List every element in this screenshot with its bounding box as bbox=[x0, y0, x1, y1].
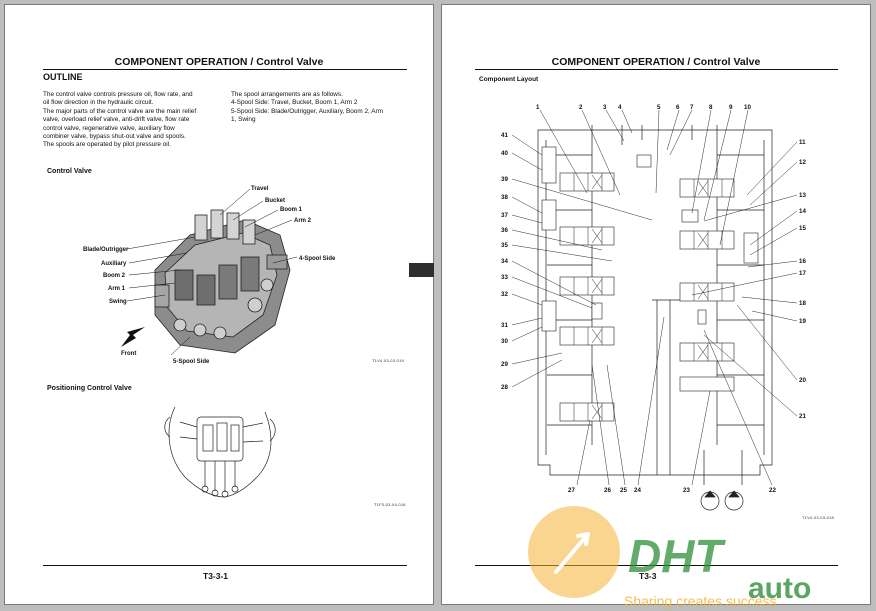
callout-number: 3 bbox=[603, 104, 607, 111]
callout-number: 28 bbox=[501, 384, 508, 391]
callout-number: 15 bbox=[799, 225, 806, 232]
spool-line: 4-Spool Side: Travel, Bucket, Boom 1, Ar… bbox=[231, 99, 358, 107]
label-blade-outrigger: Blade/Outrigger bbox=[83, 247, 129, 253]
callout-number: 10 bbox=[744, 104, 751, 111]
callout-number: 31 bbox=[501, 322, 508, 329]
page-number: T3-3 bbox=[639, 571, 657, 581]
callout-number: 34 bbox=[501, 258, 508, 265]
label-arm1: Arm 1 bbox=[108, 286, 126, 292]
label-4-spool-side: 4-Spool Side bbox=[299, 256, 336, 262]
label-5-spool-side: 5-Spool Side bbox=[173, 359, 210, 365]
callout-number: 35 bbox=[501, 242, 508, 249]
callout-number: 27 bbox=[568, 487, 575, 494]
label-boom2: Boom 2 bbox=[103, 273, 126, 279]
label-bucket: Bucket bbox=[265, 198, 285, 204]
positioning-valve-illustration bbox=[164, 406, 276, 498]
callout-number: 14 bbox=[799, 208, 806, 215]
spool-line: 5-Spool Side: Blade/Outrigger, Auxiliary… bbox=[231, 107, 383, 115]
callout-number: 9 bbox=[729, 104, 733, 111]
callout-number: 11 bbox=[799, 139, 806, 146]
outline-line: The spools are operated by pilot pressur… bbox=[43, 141, 171, 149]
component-layout-diagram: 1 2 3 4 5 6 7 8 9 10 41 40 39 38 37 36 3… bbox=[501, 104, 806, 511]
outline-heading: OUTLINE bbox=[43, 72, 83, 82]
outline-line: combiner valve, bypass shut-out valve an… bbox=[43, 133, 186, 141]
callout-number: 39 bbox=[501, 176, 508, 183]
callout-number: 18 bbox=[799, 300, 806, 307]
callout-number: 26 bbox=[604, 487, 611, 494]
callout-number: 6 bbox=[676, 104, 680, 111]
callout-number: 30 bbox=[501, 338, 508, 345]
callout-number: 23 bbox=[683, 487, 690, 494]
callout-number: 16 bbox=[799, 258, 806, 265]
label-boom1: Boom 1 bbox=[280, 207, 303, 213]
callout-number: 36 bbox=[501, 227, 508, 234]
layout-code: T1V4-03-03-018 bbox=[802, 515, 834, 520]
outline-text: The control valve controls pressure oil,… bbox=[43, 91, 223, 150]
callout-number: 25 bbox=[620, 487, 627, 494]
callout-number: 32 bbox=[501, 291, 508, 298]
header-rule bbox=[43, 69, 407, 70]
callout-number: 19 bbox=[799, 318, 806, 325]
callout-number: 40 bbox=[501, 150, 508, 157]
positioning-valve-code: T1F3-03-04-018 bbox=[374, 502, 406, 507]
label-travel: Travel bbox=[251, 186, 269, 192]
control-valve-heading: Control Valve bbox=[47, 168, 92, 175]
chapter-tab bbox=[409, 263, 434, 277]
callout-number: 2 bbox=[579, 104, 583, 111]
header-rule bbox=[475, 69, 838, 70]
callout-number: 33 bbox=[501, 274, 508, 281]
outline-line: valve, overload relief valve, anti-drift… bbox=[43, 116, 190, 124]
callout-number: 37 bbox=[501, 212, 508, 219]
callout-number: 13 bbox=[799, 192, 806, 199]
page-title: COMPONENT OPERATION / Control Valve bbox=[551, 56, 761, 68]
footer-rule bbox=[43, 565, 407, 566]
positioning-control-valve-heading: Positioning Control Valve bbox=[47, 385, 132, 392]
callout-number: 4 bbox=[618, 104, 622, 111]
label-front: Front bbox=[121, 351, 136, 357]
label-auxiliary: Auxiliary bbox=[101, 261, 127, 267]
outline-line: The major parts of the control valve are… bbox=[43, 107, 197, 115]
outline-line: The control valve controls pressure oil,… bbox=[43, 91, 193, 98]
label-arm2: Arm 2 bbox=[294, 218, 312, 224]
control-valve-code: T1V4-03-03-019 bbox=[372, 358, 404, 363]
front-arrow-icon bbox=[121, 327, 145, 347]
callout-number: 21 bbox=[799, 413, 806, 420]
callout-number: 1 bbox=[536, 104, 540, 111]
callout-number: 8 bbox=[709, 104, 713, 111]
callout-number: 12 bbox=[799, 159, 806, 166]
control-valve-illustration: Travel Bucket Boom 1 Arm 2 4-Spool Side … bbox=[83, 186, 336, 365]
callout-number: 29 bbox=[501, 361, 508, 368]
callout-number: 38 bbox=[501, 194, 508, 201]
callout-number: 7 bbox=[690, 104, 694, 111]
callout-number: 20 bbox=[799, 377, 806, 384]
outline-line: oil flow direction in the hydraulic circ… bbox=[43, 99, 154, 107]
footer-rule bbox=[475, 565, 838, 566]
callout-number: 41 bbox=[501, 132, 508, 139]
spool-arrangement-text: The spool arrangements are as follows. 4… bbox=[231, 91, 407, 125]
callout-number: 22 bbox=[769, 487, 776, 494]
right-page: COMPONENT OPERATION / Control Valve Comp… bbox=[441, 4, 871, 605]
callout-number: 17 bbox=[799, 270, 806, 277]
component-layout-heading: Component Layout bbox=[479, 76, 539, 83]
left-page: COMPONENT OPERATION / Control Valve OUTL… bbox=[4, 4, 434, 605]
callout-number: 24 bbox=[634, 487, 641, 494]
page-title: COMPONENT OPERATION / Control Valve bbox=[114, 56, 324, 68]
pump-icon bbox=[700, 490, 744, 511]
label-swing: Swing bbox=[109, 299, 127, 305]
outline-line: control valve, regenerative valve, auxil… bbox=[43, 124, 175, 132]
spool-line: 1, Swing bbox=[231, 116, 256, 124]
spool-line: The spool arrangements are as follows. bbox=[231, 91, 343, 98]
callout-number: 5 bbox=[657, 104, 661, 111]
page-number: T3-3-1 bbox=[203, 571, 229, 581]
